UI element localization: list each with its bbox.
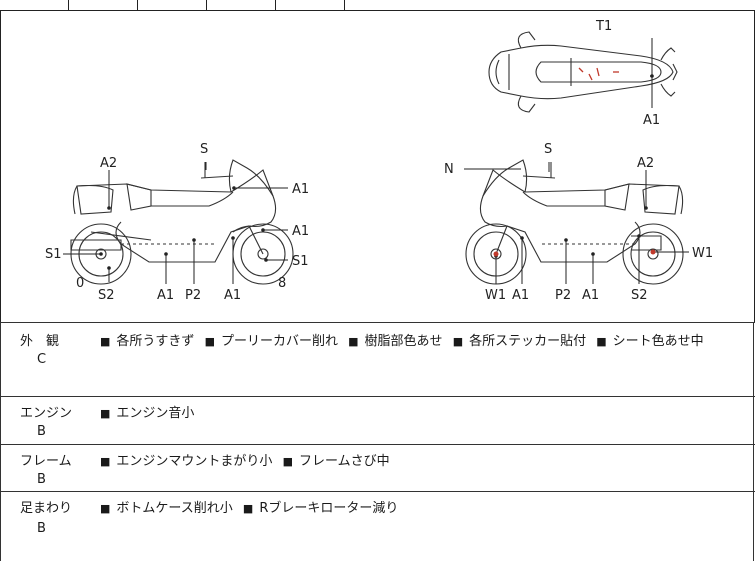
table-cell xyxy=(138,0,207,10)
table-cell xyxy=(0,0,69,10)
scooter-top-view xyxy=(488,31,678,113)
condition-item: プーリーカバー削れ xyxy=(220,334,338,349)
label-w1-right: W1 xyxy=(692,246,713,261)
condition-item: エンジン音小 xyxy=(116,406,195,421)
label-n-right: N xyxy=(444,162,454,177)
condition-row-suspension: 足まわり B ■ボトムケース削れ小 ■Rブレーキローター減り xyxy=(0,491,755,562)
condition-notes: ■エンジン音小 xyxy=(100,406,195,421)
label-a1-bottom2-left: A1 xyxy=(224,288,241,303)
label-s2-left: S2 xyxy=(98,288,115,303)
condition-item: エンジンマウントまがり小 xyxy=(116,454,273,469)
condition-category: フレーム xyxy=(20,454,72,469)
label-a1-bottom1-left: A1 xyxy=(157,288,174,303)
label-a1-bottom1-right: A1 xyxy=(512,288,529,303)
table-cell xyxy=(207,0,276,10)
condition-notes: ■エンジンマウントまがり小 ■フレームさび中 xyxy=(100,454,390,469)
condition-row-frame: フレーム B ■エンジンマウントまがり小 ■フレームさび中 xyxy=(0,444,755,492)
table-cell xyxy=(69,0,138,10)
table-left-border xyxy=(0,322,1,561)
condition-grade: B xyxy=(37,424,46,439)
previous-table-row xyxy=(0,0,755,11)
label-eight: 8 xyxy=(278,276,286,291)
table-right-border xyxy=(753,322,754,561)
condition-category: 外 観 xyxy=(20,334,60,349)
label-p2-right: P2 xyxy=(555,288,571,303)
label-s1-right-left: S1 xyxy=(292,254,309,269)
table-cell xyxy=(276,0,345,10)
condition-item: ボトムケース削れ小 xyxy=(116,501,233,516)
damage-point-dots xyxy=(99,74,656,270)
label-a1-bottom2-right: A1 xyxy=(582,288,599,303)
damage-diagram-panel: T1 A1 S A2 A1 A1 S1 S1 0 8 S2 A1 P2 A1 N… xyxy=(0,10,755,323)
leader-lines xyxy=(63,38,689,284)
label-a1-front-left: A1 xyxy=(292,224,309,239)
condition-category: 足まわり xyxy=(20,501,73,516)
scooter-right-view xyxy=(465,159,684,285)
condition-category: エンジン xyxy=(20,406,73,421)
label-t1: T1 xyxy=(595,19,612,34)
label-a2-left: A2 xyxy=(100,156,117,171)
damage-scratch-marks xyxy=(578,67,619,81)
label-s2-right: S2 xyxy=(631,288,648,303)
condition-item: シート色あせ中 xyxy=(612,334,704,349)
condition-notes: ■ボトムケース削れ小 ■Rブレーキローター減り xyxy=(100,501,399,516)
scooter-left-view xyxy=(70,159,294,285)
label-a2-right: A2 xyxy=(637,156,654,171)
condition-row-engine: エンジン B ■エンジン音小 xyxy=(0,396,755,445)
condition-grade: C xyxy=(37,352,47,367)
condition-grade: B xyxy=(37,521,46,536)
condition-item: Rブレーキローター減り xyxy=(259,501,399,516)
condition-notes: ■各所うすきず ■プーリーカバー削れ ■樹脂部色あせ ■各所ステッカー貼付 ■シ… xyxy=(100,334,704,349)
label-a1-top: A1 xyxy=(643,113,660,128)
condition-row-exterior: 外 観 C ■各所うすきず ■プーリーカバー削れ ■樹脂部色あせ ■各所ステッカ… xyxy=(0,322,755,397)
condition-item: 樹脂部色あせ xyxy=(364,334,443,349)
label-s-left: S xyxy=(200,142,208,157)
label-w1-bottom-right: W1 xyxy=(485,288,506,303)
label-s-right: S xyxy=(544,142,552,157)
label-zero: 0 xyxy=(76,276,84,291)
label-a1-upper-left: A1 xyxy=(292,182,309,197)
condition-grade: B xyxy=(37,472,46,487)
condition-item: 各所うすきず xyxy=(116,334,195,349)
scooter-damage-diagram: T1 A1 S A2 A1 A1 S1 S1 0 8 S2 A1 P2 A1 N… xyxy=(45,19,713,303)
condition-item: フレームさび中 xyxy=(298,454,390,469)
label-s1-left: S1 xyxy=(45,247,62,262)
label-p2-left: P2 xyxy=(185,288,201,303)
condition-item: 各所ステッカー貼付 xyxy=(469,334,587,349)
